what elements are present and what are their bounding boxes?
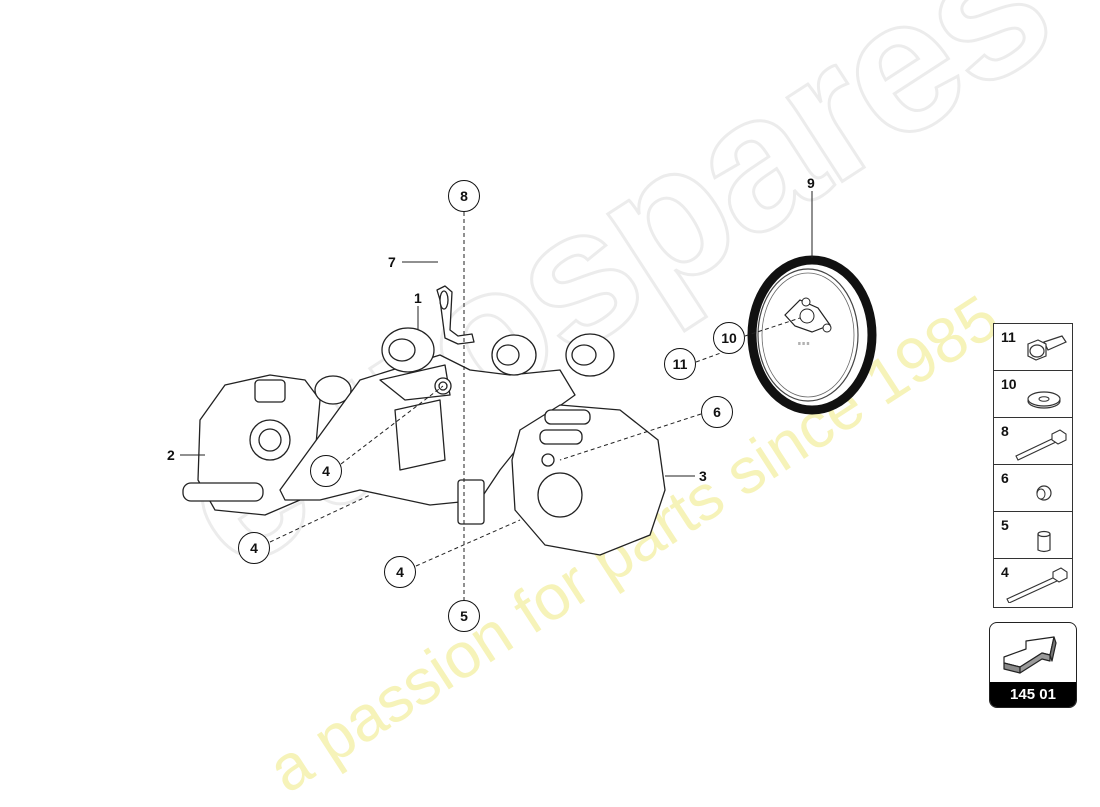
- sleeve-icon: [1037, 530, 1051, 553]
- long-bolt-icon: [1015, 429, 1067, 461]
- svg-text:≡ ≡ ≡: ≡ ≡ ≡: [798, 341, 810, 347]
- arrow-3d-icon: [1003, 636, 1057, 674]
- washer-icon: [1027, 391, 1061, 409]
- part-row-5[interactable]: 5: [994, 512, 1072, 559]
- label-3[interactable]: 3: [699, 468, 707, 484]
- parts-table: 11 10 8: [993, 323, 1073, 608]
- part-row-11[interactable]: 11: [994, 324, 1072, 371]
- callout-6[interactable]: 6: [701, 396, 733, 428]
- label-7[interactable]: 7: [388, 254, 396, 270]
- callout-11[interactable]: 11: [664, 348, 696, 380]
- label-9[interactable]: 9: [807, 175, 815, 191]
- long-bolt-icon: [1006, 567, 1068, 603]
- flange-bolt-icon: [1027, 335, 1067, 361]
- page-reference-button[interactable]: 145 01: [989, 622, 1077, 708]
- page-reference-code: 145 01: [990, 682, 1076, 707]
- callout-10[interactable]: 10: [713, 322, 745, 354]
- bushing-icon: [1036, 485, 1052, 501]
- part-row-6[interactable]: 6: [994, 465, 1072, 512]
- part-row-8[interactable]: 8: [994, 418, 1072, 465]
- label-2[interactable]: 2: [167, 447, 175, 463]
- callout-4[interactable]: 4: [310, 455, 342, 487]
- callout-5[interactable]: 5: [448, 600, 480, 632]
- callout-4[interactable]: 4: [384, 556, 416, 588]
- pulley-9: ≡ ≡ ≡: [747, 255, 877, 415]
- label-1[interactable]: 1: [414, 290, 422, 306]
- callout-4[interactable]: 4: [238, 532, 270, 564]
- callout-8[interactable]: 8: [448, 180, 480, 212]
- part-row-10[interactable]: 10: [994, 371, 1072, 418]
- part-row-4[interactable]: 4: [994, 559, 1072, 607]
